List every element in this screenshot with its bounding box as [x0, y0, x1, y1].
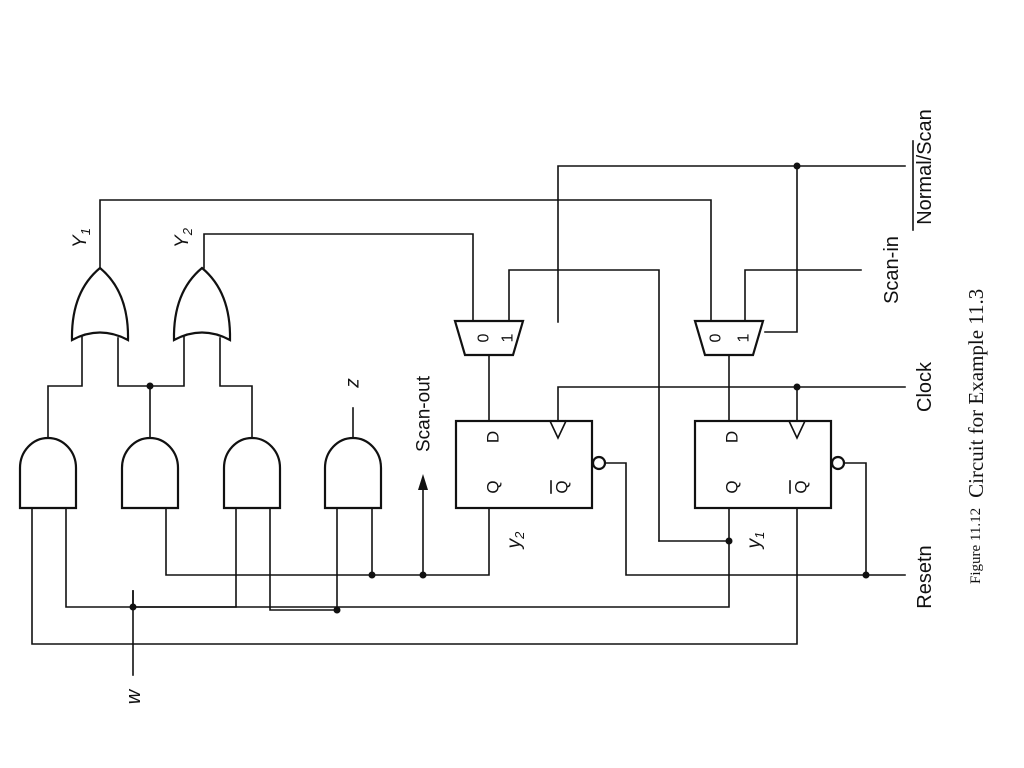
mux-2: 0 1 [693, 319, 765, 357]
junction-dots [129, 162, 870, 614]
or-gate-y2 [172, 266, 232, 342]
ff2-qbar-label: Q [792, 480, 811, 493]
mux-1-input-1-label: 1 [500, 333, 517, 342]
wires [31, 165, 906, 676]
caption-title: Circuit for Example 11.3 [964, 289, 988, 498]
scan-out-label: Scan-out [414, 375, 435, 452]
ff1-d-label: D [484, 431, 503, 443]
ff2-d-label: D [723, 431, 742, 443]
and-gate-1 [18, 436, 78, 510]
z-input-label: z [343, 378, 364, 389]
scan-in-label: Scan-in [881, 236, 903, 304]
ff2-q-label: Q [723, 480, 742, 493]
y2-state-label: y2 [504, 531, 527, 551]
y1-state-label: y1 [744, 532, 767, 551]
and-gate-3 [222, 436, 282, 510]
figure-caption: Figure 11.12 Circuit for Example 11.3 [964, 289, 988, 584]
caption-label: Figure 11.12 [968, 508, 984, 584]
w-input-label: w [123, 688, 145, 704]
mux-2-input-1-label: 1 [736, 333, 753, 342]
mux-1-input-0-label: 0 [476, 333, 493, 342]
flip-flop-2: D Q Q [693, 419, 846, 510]
y2-output-label: Y2 [172, 227, 195, 248]
y1-output-label: Y1 [70, 228, 93, 248]
and-gate-2 [120, 436, 180, 510]
clock-label: Clock [914, 361, 936, 412]
resetn-label: Resetn [914, 545, 936, 608]
flip-flop-1: D Q Q [454, 419, 607, 510]
signal-labels: Y1 Y2 z Scan-out w y2 y1 Normal/Scan Sca… [70, 109, 937, 704]
ff1-q-label: Q [484, 480, 503, 493]
ff1-qbar-label: Q [553, 480, 572, 493]
normal-scan-label: Normal/Scan [914, 109, 936, 225]
mux-1: 0 1 [453, 319, 525, 357]
mux-2-input-0-label: 0 [708, 333, 725, 342]
and-gate-4 [323, 436, 383, 510]
scan-out-arrow-icon [418, 474, 428, 490]
svg-text:Figure 11.12Circuit for Exampl: Figure 11.12 Circuit for Example 11.3 [964, 289, 988, 584]
or-gate-y1 [70, 266, 130, 342]
